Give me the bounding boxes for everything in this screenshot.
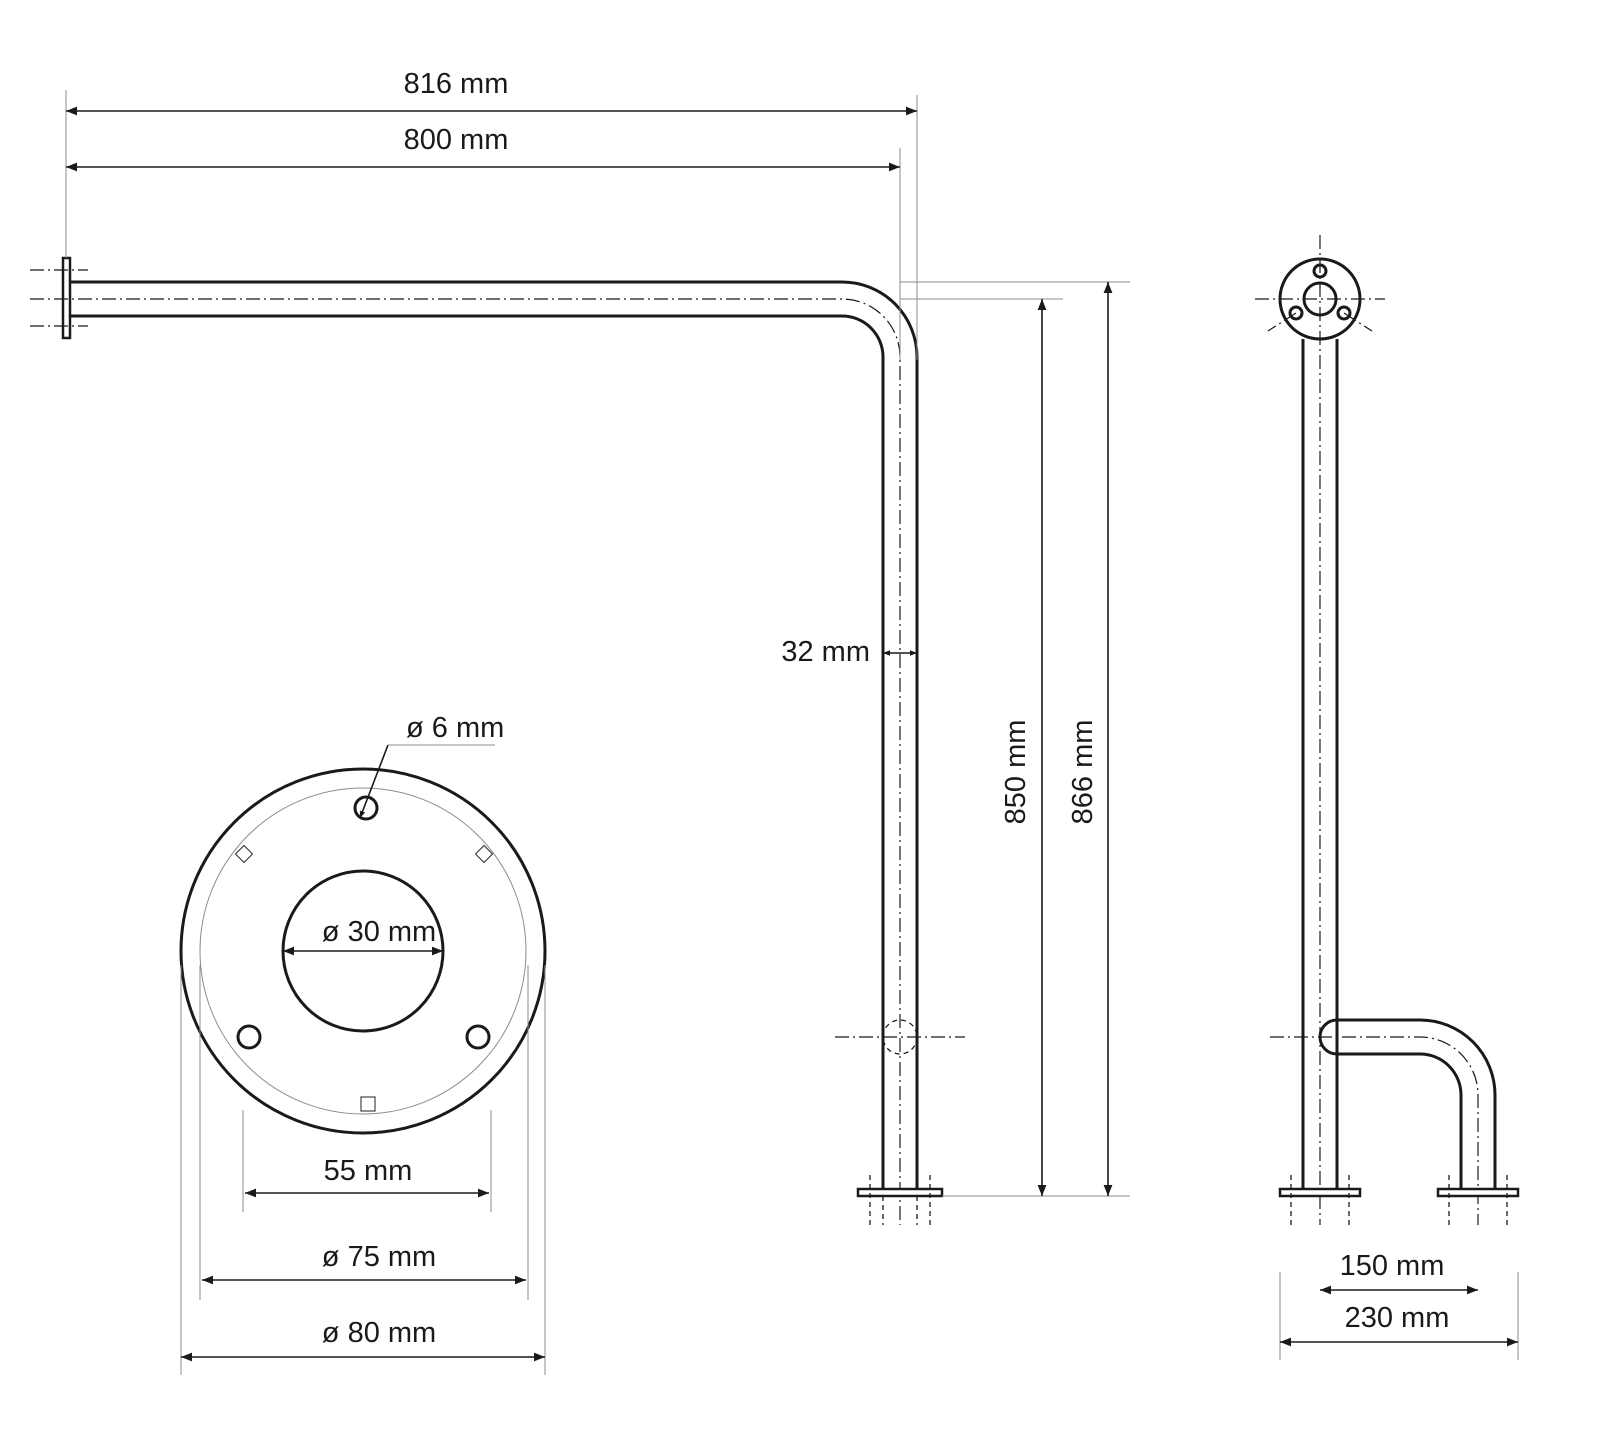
fixing-hole-right (465, 1024, 491, 1050)
label-55: 55 mm (324, 1155, 413, 1187)
fixing-hole-top (353, 795, 379, 821)
label-32: 32 mm (781, 636, 870, 668)
fixing-hole-left (236, 1024, 262, 1050)
label-866: 866 mm (1067, 720, 1099, 825)
label-150: 150 mm (1340, 1250, 1445, 1282)
label-75: ø 75 mm (322, 1241, 436, 1273)
dimension-labels: 816 mm 800 mm 32 mm 850 mm 866 mm ø 6 mm… (322, 68, 1450, 1349)
label-800: 800 mm (404, 124, 509, 156)
label-6: ø 6 mm (406, 712, 504, 744)
label-230: 230 mm (1345, 1302, 1450, 1334)
label-850: 850 mm (1000, 720, 1032, 825)
rosette-dimensions (180, 744, 546, 1375)
bar-outline (70, 280, 919, 1190)
side-branch (1337, 1018, 1497, 1190)
front-view-dimensions (65, 90, 1130, 1197)
label-80: ø 80 mm (322, 1317, 436, 1349)
label-816: 816 mm (404, 68, 509, 100)
side-view (1255, 235, 1520, 1228)
dim-6 (359, 744, 389, 819)
floor-plate (856, 1187, 944, 1198)
label-30: ø 30 mm (322, 916, 436, 948)
rosette-outer (179, 767, 547, 1135)
side-view-dimensions (1279, 1272, 1519, 1360)
